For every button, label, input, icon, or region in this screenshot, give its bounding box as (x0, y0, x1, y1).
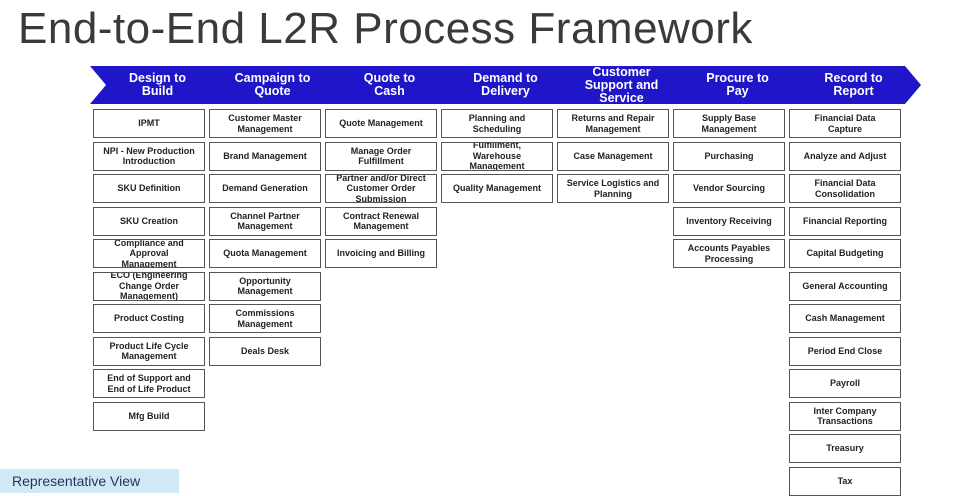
process-box: Customer Master Management (209, 109, 321, 138)
chevron-shape (786, 66, 921, 104)
process-box: Mfg Build (93, 401, 205, 431)
process-box: Period End Close (789, 336, 901, 366)
process-chevron-row: Design to Build Campaign to Quote Quote to… (0, 64, 975, 105)
column-header: Quote to Cash (363, 71, 416, 98)
process-box: Quality Management (441, 174, 553, 203)
chevron-2: Campaign to Quote (205, 66, 340, 104)
process-box: Payroll (789, 369, 901, 398)
chevron-shape (90, 66, 225, 104)
process-box: Financial Reporting (789, 206, 901, 236)
column-header: Record to Report (824, 71, 883, 98)
chevron-3: Quote to Cash (322, 66, 457, 104)
chevron-shape (205, 66, 340, 104)
column-header: Design to Build (129, 71, 186, 98)
process-box: Deals Desk (209, 336, 321, 366)
process-box: Fulfillment, Warehouse Management (441, 141, 553, 171)
chevron-1: Design to Build (90, 66, 225, 104)
process-box: Cash Management (789, 304, 901, 333)
process-box: Commissions Management (209, 304, 321, 333)
process-box: ECO (Engineering Change Order Management… (93, 271, 205, 301)
process-box: SKU Definition (93, 174, 205, 203)
process-box: Capital Budgeting (789, 239, 901, 268)
process-box: Case Management (557, 141, 669, 171)
process-box: IPMT (93, 109, 205, 138)
process-box: End of Support and End of Life Product (93, 369, 205, 398)
process-box: Brand Management (209, 141, 321, 171)
process-box: Manage Order Fulfillment (325, 141, 437, 171)
process-box: Demand Generation (209, 174, 321, 203)
process-box: Quota Management (209, 239, 321, 268)
process-box: Vendor Sourcing (673, 174, 785, 203)
process-box: Tax (789, 466, 901, 496)
chevron-shape (670, 66, 805, 104)
process-box: Service Logistics and Planning (557, 174, 669, 203)
process-box: Treasury (789, 434, 901, 463)
chevron-5: Customer Support and Service (554, 64, 689, 105)
process-box: Purchasing (673, 141, 785, 171)
process-box: Supply Base Management (673, 109, 785, 138)
process-box: Opportunity Management (209, 271, 321, 301)
process-box: SKU Creation (93, 206, 205, 236)
process-box: Contract Renewal Management (325, 206, 437, 236)
column-header: Demand to Delivery (473, 71, 538, 98)
process-box: Partner and/or Direct Customer Order Sub… (325, 174, 437, 203)
process-box: Financial Data Consolidation (789, 174, 901, 203)
chevron-shape (554, 66, 689, 104)
chevron-7: Record to Report (786, 66, 921, 104)
process-box: NPI - New Production Introduction (93, 141, 205, 171)
process-box: Product Costing (93, 304, 205, 333)
process-box: Inventory Receiving (673, 206, 785, 236)
column-header: Campaign to Quote (234, 71, 311, 98)
process-box: Channel Partner Management (209, 206, 321, 236)
process-box: Invoicing and Billing (325, 239, 437, 268)
process-box: Product Life Cycle Management (93, 336, 205, 366)
chevron-shape (322, 66, 457, 104)
process-box: Inter Company Transactions (789, 401, 901, 431)
process-box: Accounts Payables Processing (673, 239, 785, 268)
page-title: End-to-End L2R Process Framework (18, 4, 753, 53)
process-box: Quote Management (325, 109, 437, 138)
column-header: Procure to Pay (706, 71, 769, 98)
chevron-shape (438, 66, 573, 104)
process-box: General Accounting (789, 271, 901, 301)
chevron-4: Demand to Delivery (438, 66, 573, 104)
process-box: Analyze and Adjust (789, 141, 901, 171)
column-header: Customer Support and Service (584, 64, 659, 105)
representative-view-label: Representative View (0, 469, 179, 493)
process-box: Financial Data Capture (789, 109, 901, 138)
chevron-6: Procure to Pay (670, 66, 805, 104)
process-box: Returns and Repair Management (557, 109, 669, 138)
process-box: Planning and Scheduling (441, 109, 553, 138)
process-box: Compliance and Approval Management (93, 239, 205, 268)
